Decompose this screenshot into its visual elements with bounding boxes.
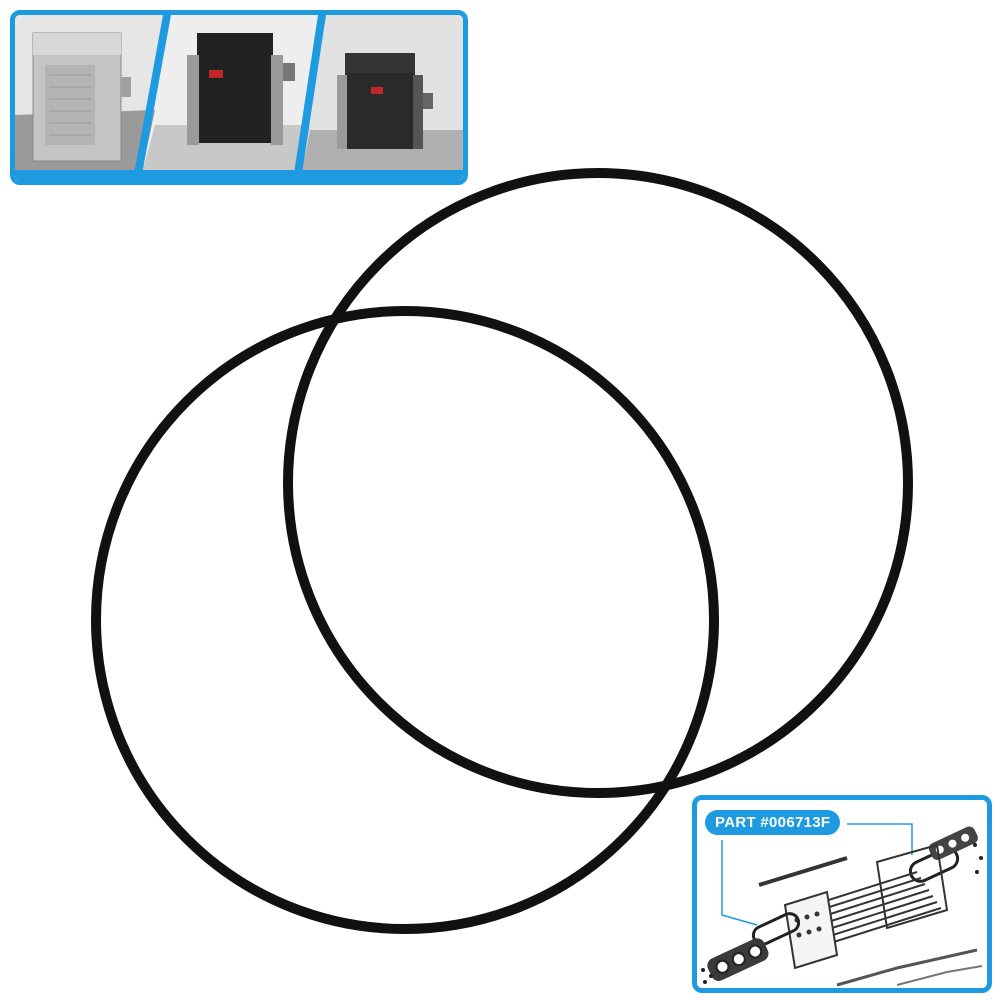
heater-models-inset bbox=[10, 10, 468, 185]
o-ring-front bbox=[91, 306, 719, 934]
part-number-badge: PART #006713F bbox=[705, 810, 841, 835]
heater-black-compact-model bbox=[337, 53, 433, 149]
o-ring-back bbox=[283, 168, 913, 798]
heater-black-large-model bbox=[187, 33, 295, 145]
exploded-diagram-image bbox=[697, 800, 987, 988]
inset-bottom-strip bbox=[15, 170, 463, 180]
heater-gray-model bbox=[32, 32, 131, 162]
heater-models-image bbox=[15, 15, 463, 180]
parts-diagram-inset: PART #006713F bbox=[692, 795, 992, 993]
